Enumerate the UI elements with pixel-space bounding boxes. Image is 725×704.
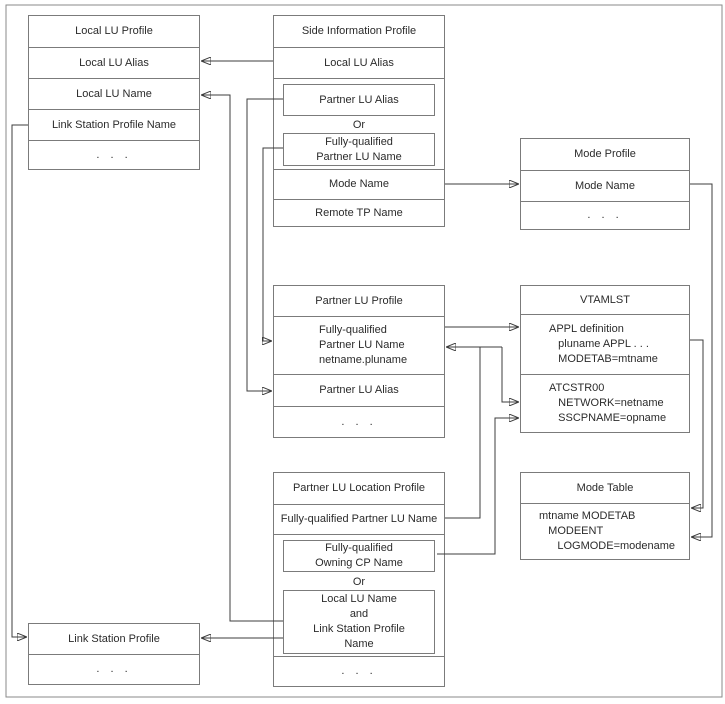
vtamlst-appl-definition-row: APPL definition pluname APPL . . . MODET…: [521, 314, 689, 374]
location-choice-section: Fully-qualified Owning CP Name Or Local …: [274, 534, 444, 656]
vtamlst-appl-line3: MODETAB=mtname: [549, 353, 658, 365]
partner-lu-alias-row: Partner LU Alias: [274, 374, 444, 406]
mode-table-box: Mode Table mtname MODETAB MODEENT LOGMOD…: [520, 472, 690, 560]
vtamlst-appl-line2: pluname APPL . . .: [549, 338, 649, 350]
sideinfo-or-label: Or: [352, 119, 366, 131]
connector-mode-profile-to-mode-table-logmode: [690, 183, 713, 537]
vtamlst-title: VTAMLST: [580, 293, 630, 306]
sideinfo-fq-partner-lu-name-inset: Fully-qualified Partner LU Name: [283, 133, 435, 166]
link-station-profile-box: Link Station Profile . . .: [28, 623, 200, 685]
location-local-lu-link-station-inset: Local LU Name and Link Station Profile N…: [283, 590, 435, 654]
vtamlst-box: VTAMLST APPL definition pluname APPL . .…: [520, 285, 690, 433]
location-ellipsis-row: . . .: [274, 656, 444, 686]
location-fq-partner-lu-name-row: Fully-qualified Partner LU Name: [274, 504, 444, 534]
owning-cp-line1: Fully-qualified: [325, 542, 393, 554]
partner-lu-profile-box: Partner LU Profile Fully-qualified Partn…: [273, 285, 445, 438]
partner-lu-fqname-line3: netname.pluname: [319, 354, 408, 366]
partner-lu-fqname-line2: Partner LU Name: [319, 339, 405, 351]
mode-table-content-row: mtname MODETAB MODEENT LOGMODE=modename: [521, 503, 689, 559]
connector-location-locallu-to-local-lu-name: [202, 95, 283, 622]
location-fq-owning-cp-inset: Fully-qualified Owning CP Name: [283, 540, 435, 572]
sideinfo-partner-lu-alias-label: Partner LU Alias: [319, 93, 399, 106]
owning-cp-line2: Owning CP Name: [315, 557, 403, 569]
side-information-profile-box: Side Information Profile Local LU Alias …: [273, 15, 445, 227]
connector-owning-cp-to-vtamlst-sscpname: [437, 418, 518, 555]
local-lu-profile-ellipsis-row: . . .: [29, 140, 199, 169]
local-lu-profile-box: Local LU Profile Local LU Alias Local LU…: [28, 15, 200, 170]
location-inset-line2: and: [349, 608, 369, 620]
location-or-label: Or: [352, 576, 366, 588]
partner-lu-location-profile-title: Partner LU Location Profile: [292, 482, 426, 494]
mode-table-line3: LOGMODE=modename: [539, 540, 676, 552]
link-station-profile-name-row: Link Station Profile Name: [29, 109, 199, 140]
sideinfo-partner-lu-alias-inset: Partner LU Alias: [283, 84, 435, 116]
mode-table-line1: mtname MODETAB: [539, 510, 636, 522]
partner-lu-fq-name-row: Fully-qualified Partner LU Name netname.…: [274, 316, 444, 374]
vtamlst-atcstr00-row: ATCSTR00 NETWORK=netname SSCPNAME=opname: [521, 374, 689, 432]
partner-lu-fqname-line1: Fully-qualified: [319, 324, 387, 336]
location-inset-line1: Local LU Name: [321, 593, 397, 605]
local-lu-alias-row: Local LU Alias: [29, 47, 199, 78]
vtamlst-atcstr-line1: ATCSTR00: [549, 382, 605, 394]
partner-lu-profile-ellipsis-row: . . .: [274, 406, 444, 437]
location-inset-line3: Link Station Profile: [313, 623, 405, 635]
vtamlst-appl-line1: APPL definition: [549, 323, 624, 335]
local-lu-name-row: Local LU Name: [29, 78, 199, 109]
connector-location-fqname-to-junction: [445, 347, 481, 519]
mode-profile-title: Mode Profile: [574, 148, 636, 160]
location-inset-line4: Name: [344, 638, 374, 650]
side-information-profile-title: Side Information Profile: [301, 25, 417, 37]
connector-link-station-name-to-link-station-profile: [11, 124, 28, 637]
connector-vtamlst-modetab-to-mode-table: [690, 339, 704, 508]
sideinfo-fqname-line1: Fully-qualified: [325, 135, 393, 148]
partner-lu-location-profile-box: Partner LU Location Profile Fully-qualif…: [273, 472, 445, 687]
sideinfo-partner-choice-section: Partner LU Alias Or Fully-qualified Part…: [274, 78, 444, 169]
connector-junction-to-vtamlst-network: [501, 347, 518, 402]
sideinfo-mode-name-row: Mode Name: [274, 169, 444, 199]
mode-profile-mode-name-row: Mode Name: [521, 170, 689, 201]
mode-profile-ellipsis-row: . . .: [521, 201, 689, 229]
local-lu-profile-title: Local LU Profile: [75, 25, 153, 37]
sideinfo-remote-tp-name-row: Remote TP Name: [274, 199, 444, 226]
sideinfo-fqname-line2: Partner LU Name: [316, 150, 402, 163]
mode-table-line2: MODEENT: [539, 525, 604, 537]
vtamlst-atcstr-line2: NETWORK=netname: [549, 397, 664, 409]
link-station-profile-ellipsis-row: . . .: [29, 654, 199, 684]
link-station-profile-title: Link Station Profile: [68, 632, 160, 645]
mode-table-title: Mode Table: [576, 481, 634, 494]
vtamlst-atcstr-line3: SSCPNAME=opname: [549, 412, 667, 424]
mode-profile-box: Mode Profile Mode Name . . .: [520, 138, 690, 230]
sideinfo-local-lu-alias-row: Local LU Alias: [274, 47, 444, 78]
partner-lu-profile-title: Partner LU Profile: [315, 294, 403, 307]
